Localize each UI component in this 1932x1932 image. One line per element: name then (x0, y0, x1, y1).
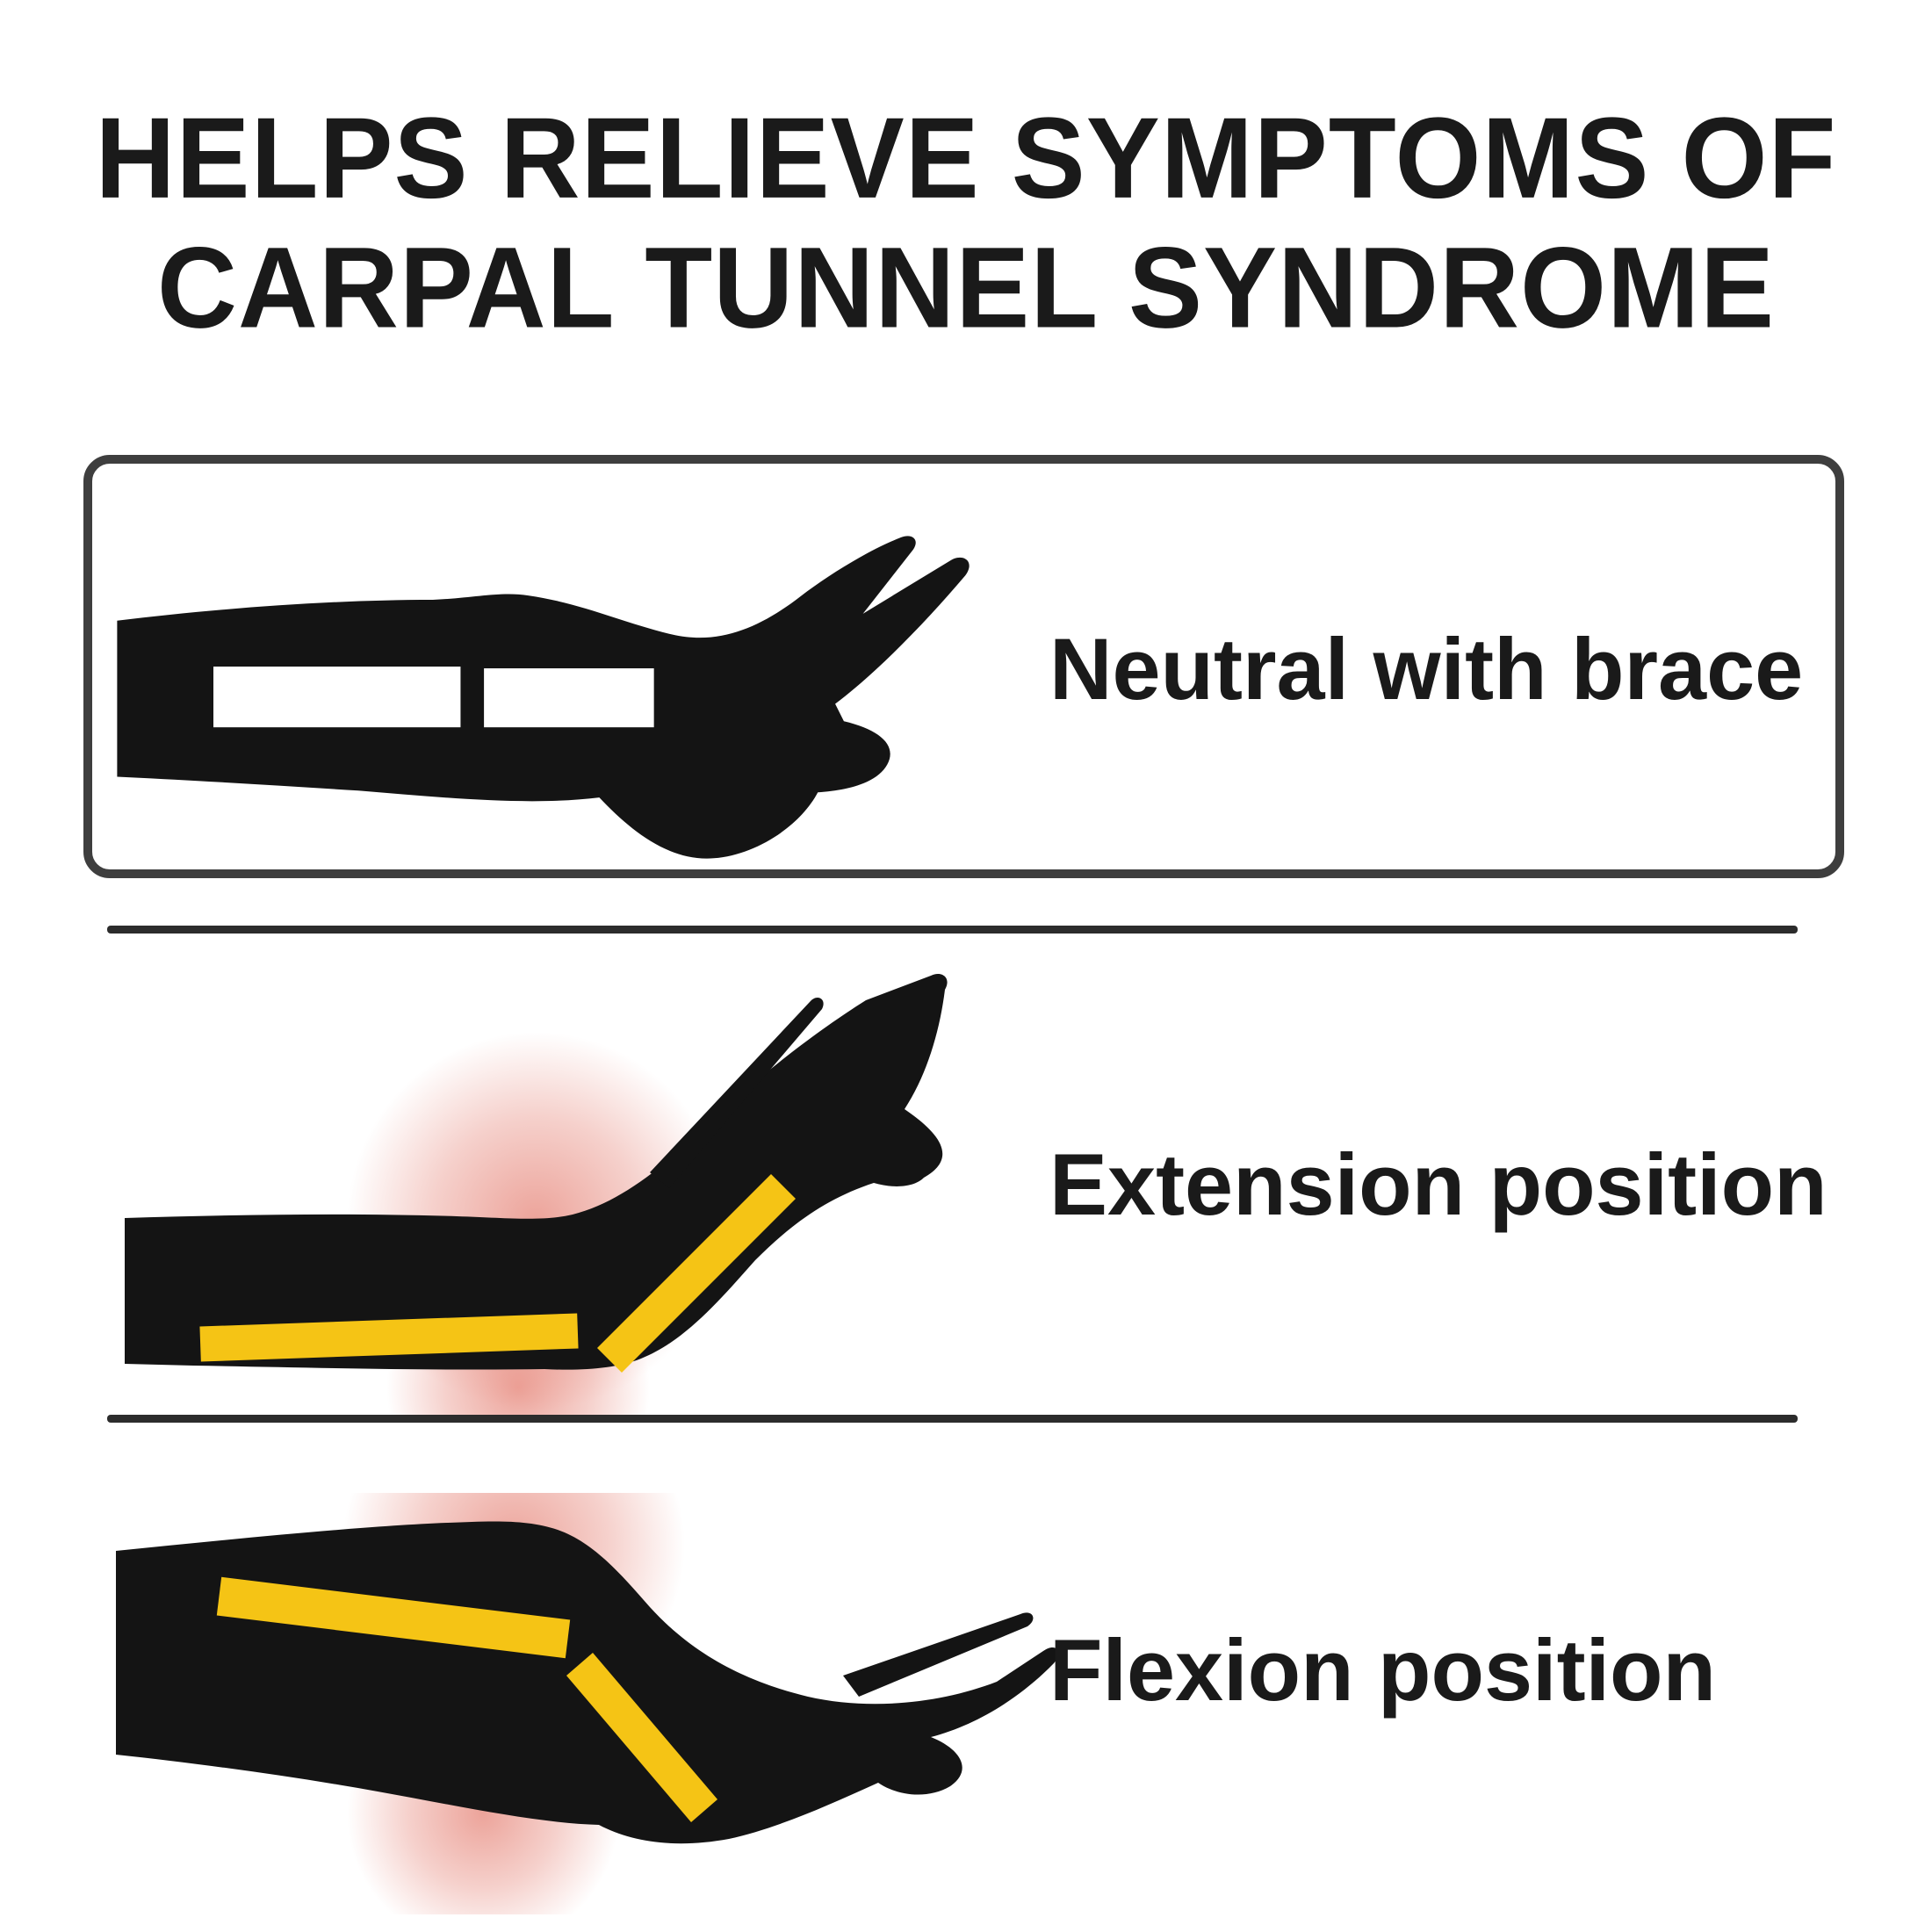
divider-2 (107, 1415, 1798, 1423)
divider-1 (107, 926, 1798, 934)
extension-hand-illustration (125, 973, 948, 1418)
page-title: HELPS RELIEVE SYMPTOMS OF CARPAL TUNNEL … (0, 93, 1932, 353)
extension-forearm-angle-bar (199, 1313, 579, 1362)
title-line-1: HELPS RELIEVE SYMPTOMS OF (95, 93, 1837, 222)
extension-finger-sliver (650, 997, 824, 1188)
flexion-forearm-angle-bar (216, 1576, 571, 1659)
neutral-panel-box (83, 455, 1844, 878)
flexion-finger-sliver (843, 1612, 1034, 1697)
extension-label: Extension position (1049, 1135, 1827, 1233)
title-line-2: CARPAL TUNNEL SYNDROME (156, 223, 1776, 353)
extension-arm-silhouette (125, 973, 948, 1370)
flexion-hand-angle-bar (566, 1653, 717, 1822)
flexion-label: Flexion position (1049, 1621, 1716, 1719)
extension-hand-angle-bar (597, 1174, 796, 1373)
brace-strap-left (213, 667, 461, 728)
flexion-hand-illustration (116, 1493, 1059, 1914)
brace-strap-right (484, 668, 654, 728)
neutral-hand-with-brace-illustration (117, 536, 970, 859)
neutral-label: Neutral with brace (1049, 620, 1804, 717)
